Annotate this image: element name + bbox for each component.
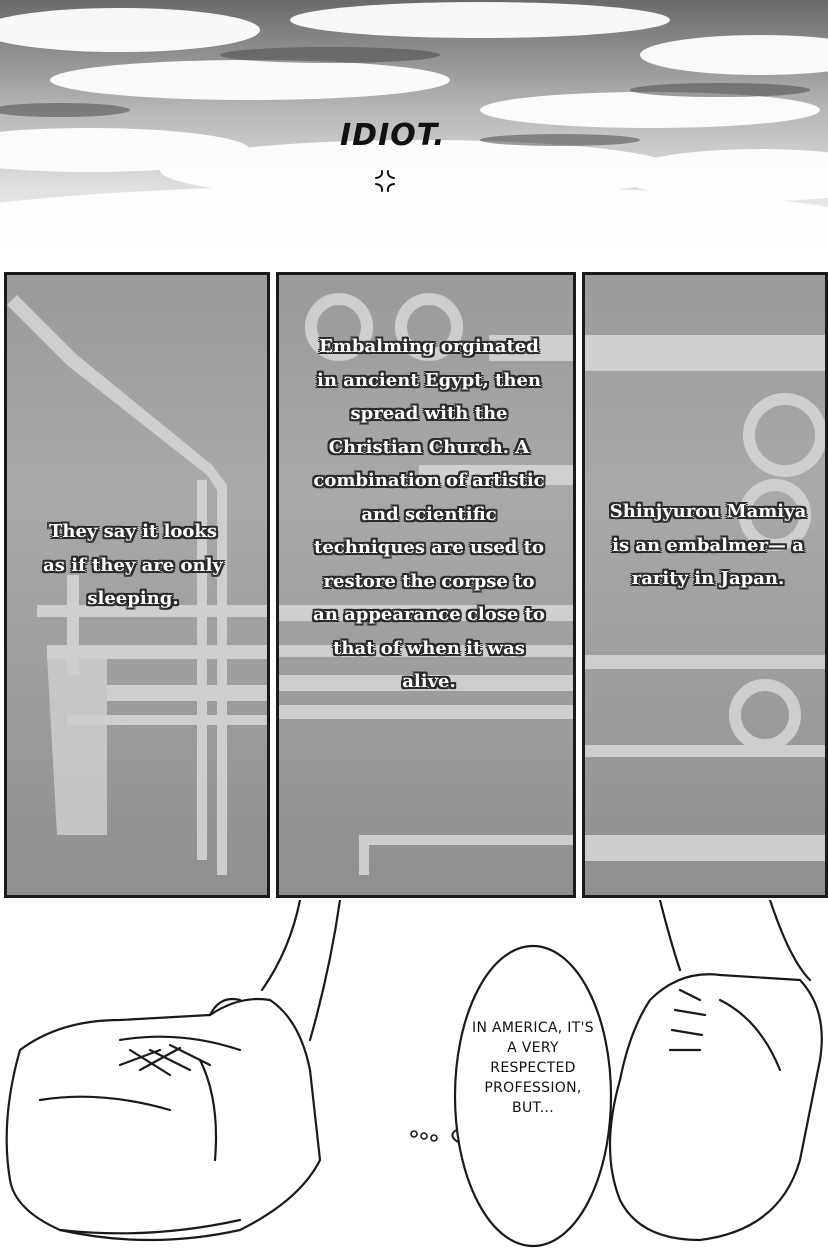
panel-right: Shinjyurou Mamiya is an embalmer— a rari… [582,272,828,898]
caption-center: Embalming orginated in ancient Egypt, th… [313,336,545,692]
caption-right: Shinjyurou Mamiya is an embalmer— a rari… [609,501,807,589]
speech-bubble [453,944,613,1248]
anger-mark-icon [375,170,395,192]
shoes-illustration [5,900,823,1248]
surgical-tools-illustration [279,293,573,875]
caption-left: They say it looks as if they are only sl… [43,521,223,609]
sky-panel [0,0,828,250]
panel-left: They say it looks as if they are only sl… [4,272,270,898]
idiot-exclamation: IDIOT. [340,118,446,153]
surgical-tools-illustration [585,335,825,861]
surgical-tools-illustration [7,295,267,875]
panel-center: Embalming orginated in ancient Egypt, th… [276,272,576,898]
speech-bubble-text: IN AMERICA, IT'S A VERY RESPECTED PROFES… [472,1020,594,1116]
